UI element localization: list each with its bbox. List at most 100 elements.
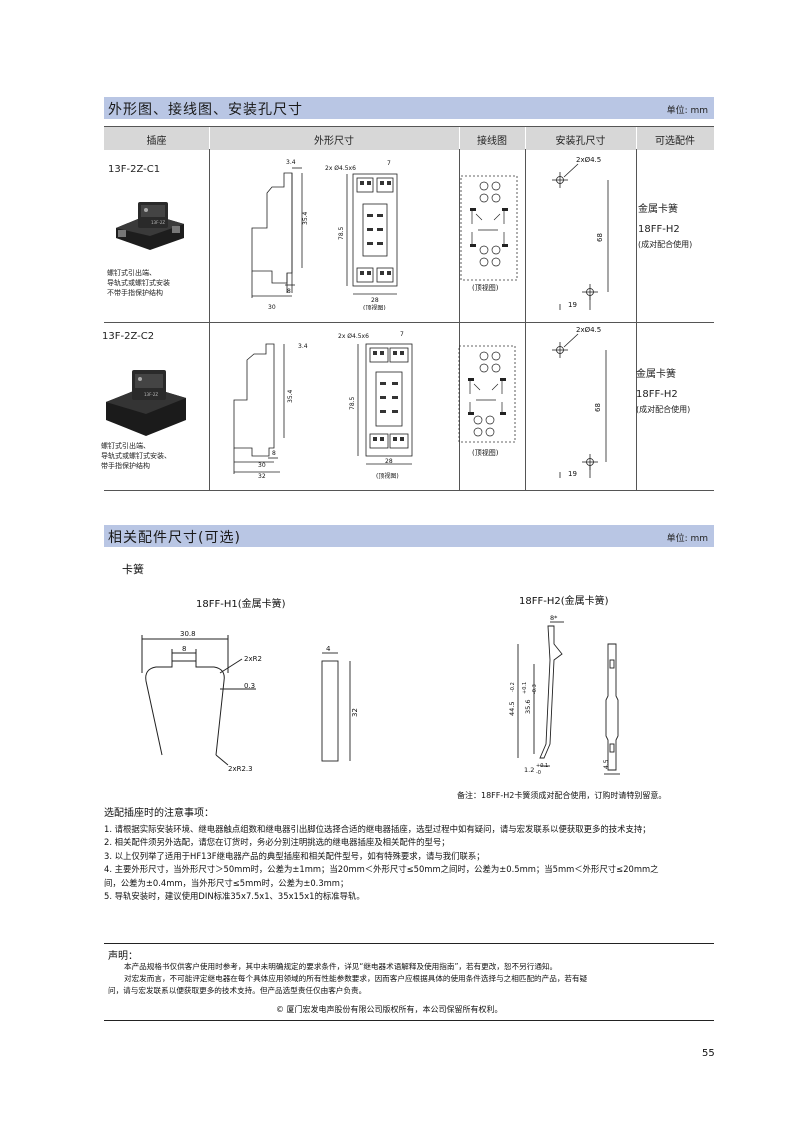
hole-label: 19 — [568, 301, 577, 309]
unit-label: 单位: mm — [666, 534, 708, 544]
dim-label: 2xR2.3 — [228, 765, 253, 773]
dim-label: 2xR2 — [244, 655, 262, 663]
statement-line: 对宏发而言，不可能评定继电器在每个具体应用领域的所有性能参数要求，因而客户应根据… — [124, 974, 588, 983]
accessory-model: 18FF-H2 — [636, 389, 678, 400]
dim-label: -0.3 — [532, 684, 538, 694]
dim-label: 30 — [268, 304, 276, 311]
socket-desc-line: 螺钉式引出端、 — [101, 442, 150, 450]
accessory-name: 金属卡簧 — [636, 369, 676, 380]
note-item: 1. 请根据实际安装环境、继电器触点组数和继电器引出脚位选择合适的继电器插座，选… — [104, 823, 651, 834]
socket-desc-line: 导轨式或螺钉式安装、 — [101, 452, 171, 460]
socket-product-photo: 13F-2Z — [106, 370, 186, 436]
note-item: 3. 以上仅列举了适用于HF13F继电器产品的典型插座和相关配件型号，如有特殊要… — [104, 850, 485, 861]
dim-label: +0.1 — [536, 763, 548, 769]
svg-text:13F-2Z: 13F-2Z — [144, 392, 158, 397]
dim-label: 78.5 — [338, 226, 345, 240]
note-item: 5. 导轨安装时，建议使用DIN标准35x7.5x1、35x15x1的标准导轨。 — [104, 891, 365, 901]
mounting-hole-drawing: 2xØ4.5 68 19 — [552, 156, 609, 310]
h2-side-drawing: 8* 44.5 -0.2 35.6 +0.1 -0.3 1.2 +0.1 -0 — [508, 614, 564, 776]
outline-drawing-side: 3.4 35.4 8 30 — [251, 159, 309, 311]
dim-label: 3.4 — [298, 343, 308, 350]
h1-side-drawing: 4 32 — [321, 645, 359, 762]
section-header-dimensions: 外形图、接线图、安装孔尺寸 单位: mm — [104, 97, 714, 119]
dim-label: -0 — [536, 770, 541, 776]
hole-label: 19 — [568, 470, 577, 478]
model-name: 13F-2Z-C2 — [102, 331, 155, 342]
statement-line: 本产品规格书仅供客户使用时参考，其中未明确规定的要求条件，详见“继电器术语解释及… — [124, 962, 558, 971]
outline-drawing-side: 3.4 35.4 8 30 32 — [233, 343, 308, 480]
mounting-hole-drawing: 2xØ4.5 68 19 — [552, 326, 607, 478]
note-item: 4. 主要外形尺寸，当外形尺寸＞50mm时，公差为±1mm；当20mm＜外形尺寸… — [104, 864, 659, 874]
h1-title: 18FF-H1(金属卡簧) — [196, 599, 286, 610]
dim-label: 32 — [351, 708, 359, 717]
dim-label: 0.3 — [244, 682, 255, 690]
dim-label: 8 — [272, 450, 276, 457]
top-view-caption: (顶视图) — [376, 472, 399, 480]
hole-label: 2xØ4.5 — [576, 156, 601, 164]
hole-label: 68 — [594, 403, 602, 412]
col-header-wiring: 接线图 — [477, 136, 507, 147]
dim-label: -0.2 — [510, 682, 516, 692]
dim-label: 44.5 — [508, 702, 516, 716]
spring-remark: 备注：18FF-H2卡簧须成对配合使用，订购时请特别留意。 — [457, 791, 667, 800]
top-view-caption: (顶视图) — [472, 283, 499, 292]
col-header-outline: 外形尺寸 — [314, 136, 354, 147]
h2-title: 18FF-H2(金属卡簧) — [519, 596, 609, 607]
accessory-name: 金属卡簧 — [638, 204, 678, 215]
note-item: 间，公差为±0.4mm，当外形尺寸≤5mm时，公差为±0.3mm； — [104, 877, 349, 888]
dim-label: 4.5 — [603, 759, 610, 769]
table-header: 插座 外形尺寸 接线图 安装孔尺寸 可选配件 — [104, 126, 714, 150]
dim-label: 3.4 — [286, 159, 296, 166]
socket-desc-line: 导轨式或螺钉式安装 — [107, 279, 170, 287]
dim-label: 8* — [550, 614, 558, 622]
note-item: 2. 相关配件须另外选配，请您在订货时，务必分别注明挑选的继电器插座及相关配件的… — [104, 837, 450, 847]
copyright: © 厦门宏发电声股份有限公司版权所有，本公司保留所有权利。 — [276, 1005, 503, 1014]
unit-label: 单位: mm — [666, 106, 708, 116]
accessory-note: (成对配合使用) — [638, 240, 693, 249]
section-title: 相关配件尺寸(可选) — [108, 530, 241, 546]
socket-desc-line: 不带手指保护结构 — [107, 289, 163, 297]
outline-drawing-top: 2x Ø4.5x6 7 78.5 28 (顶视图) — [338, 331, 413, 480]
top-view-caption: (顶视图) — [472, 448, 499, 457]
dim-label: 8 — [182, 645, 186, 653]
wiring-diagram: (顶视图) — [460, 175, 518, 292]
dim-label: 30 — [258, 462, 266, 469]
socket-desc-line: 螺钉式引出端、 — [107, 269, 156, 277]
notes-title: 选配插座时的注意事项： — [104, 808, 214, 819]
col-header-socket: 插座 — [146, 136, 167, 147]
statement-title: 声明： — [108, 951, 138, 962]
dim-label: 8 — [287, 288, 291, 295]
dim-label: 1.2 — [524, 766, 534, 774]
statement-line: 问，请与宏发联系以便获取更多的技术支持。但产品选型责任仅由客户负责。 — [108, 986, 367, 995]
svg-text:13F-2Z: 13F-2Z — [151, 220, 165, 225]
dim-label: 35.4 — [287, 389, 294, 403]
h1-front-drawing: 30.8 8 2xR2 0.3 2xR2.3 — [141, 630, 262, 773]
dim-label: +0.1 — [522, 682, 528, 694]
dim-label: 78.5 — [349, 396, 356, 410]
outline-drawing-top: 2x Ø4.5x6 7 78.5 28 (顶视图) — [325, 160, 398, 310]
spring-heading: 卡簧 — [122, 563, 144, 576]
top-view-caption: (顶视图) — [363, 304, 386, 310]
dim-label: 35.6 — [524, 700, 532, 714]
wiring-diagram: (顶视图) — [458, 345, 516, 457]
model-name: 13F-2Z-C1 — [108, 164, 161, 175]
dim-label: 32 — [258, 473, 266, 480]
dim-label: 7 — [400, 331, 404, 338]
page-number: 55 — [702, 1048, 715, 1059]
col-header-mounting: 安装孔尺寸 — [555, 136, 606, 147]
hole-label: 2xØ4.5 — [576, 326, 601, 334]
dim-label: 2x Ø4.5x6 — [338, 333, 369, 340]
col-header-accessory: 可选配件 — [655, 136, 695, 147]
dim-label: 2x Ø4.5x6 — [325, 165, 356, 172]
dim-label: 28 — [371, 297, 379, 304]
accessory-note: (成对配合使用) — [636, 405, 691, 414]
h2-front-drawing: 4.5 — [603, 643, 620, 775]
dim-label: 30.8 — [180, 630, 196, 638]
section-header-accessories: 相关配件尺寸(可选) 单位: mm — [104, 525, 714, 547]
hole-label: 68 — [596, 233, 604, 242]
section-title: 外形图、接线图、安装孔尺寸 — [108, 102, 303, 118]
socket-desc-line: 带手指保护结构 — [101, 462, 150, 470]
socket-product-photo: 13F-2Z — [116, 202, 184, 250]
dim-label: 7 — [387, 160, 391, 167]
dim-label: 28 — [385, 458, 393, 465]
